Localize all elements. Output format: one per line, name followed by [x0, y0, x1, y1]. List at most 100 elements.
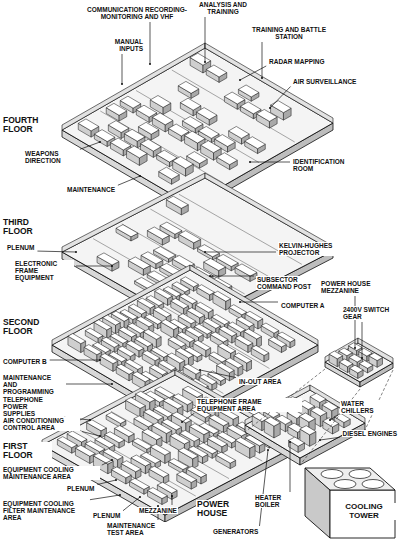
- leader-dot: [89, 419, 91, 421]
- callout-label: KELVIN-HUGHES PROJECTOR: [278, 242, 350, 256]
- leader-dot: [115, 479, 117, 481]
- leader-line: [200, 370, 236, 378]
- leader-line: [82, 432, 100, 436]
- equipment-top: [152, 422, 172, 433]
- leader-dot: [99, 141, 101, 143]
- equipment-top: [213, 291, 231, 301]
- leader-dot: [319, 439, 321, 441]
- equipment-top: [236, 317, 254, 327]
- equipment-top: [147, 227, 169, 239]
- partition: [122, 224, 245, 294]
- equipment-top: [106, 103, 127, 115]
- callout-label: SUBSECTOR COMMAND POST: [256, 276, 324, 290]
- equipment-top: [168, 337, 186, 347]
- equipment-top: [183, 364, 201, 374]
- partition: [136, 91, 259, 163]
- leader-dot: [239, 79, 241, 81]
- fan-stack: [334, 480, 356, 489]
- equipment-top: [178, 81, 199, 93]
- callout-label: TELEPHONE POWER SUPPLIES: [2, 396, 62, 417]
- equipment-top: [235, 437, 255, 448]
- equipment-top: [269, 337, 287, 347]
- leader-dot: [111, 383, 113, 385]
- callout-label: AIR CONDITIONING CONTROL AREA: [2, 417, 80, 431]
- callout-label: HEATER BOILER: [254, 494, 296, 508]
- equipment-top: [119, 327, 137, 337]
- equipment-top: [87, 420, 107, 431]
- callout-label: WATER CHILLERS: [340, 400, 398, 414]
- equipment-top: [204, 258, 226, 270]
- equipment-top: [84, 345, 102, 355]
- equipment-top: [369, 353, 383, 361]
- equipment-top: [289, 437, 305, 446]
- equipment-top: [245, 311, 263, 321]
- equipment-top: [209, 415, 229, 426]
- callout-label: 2400V SWITCH GEAR: [342, 306, 398, 320]
- equipment-top: [196, 108, 217, 120]
- equipment-top: [152, 113, 173, 125]
- leader-line: [37, 251, 76, 253]
- leader-line: [90, 495, 120, 500]
- equipment-top: [153, 307, 171, 317]
- wall: [205, 173, 333, 251]
- equipment-top: [322, 402, 338, 411]
- leader-dot: [111, 265, 113, 267]
- equipment-top: [148, 488, 168, 499]
- section-title: THIRD FLOOR: [2, 218, 52, 236]
- equipment-top: [235, 335, 253, 345]
- equipment-top: [132, 372, 150, 382]
- callout-label: EQUIPMENT COOLING MAINTENANCE AREA: [2, 466, 100, 480]
- equipment-top: [190, 424, 210, 435]
- equipment-top: [227, 425, 247, 436]
- equipment-top: [208, 436, 228, 447]
- wall: [62, 43, 205, 130]
- equipment-top: [97, 253, 119, 265]
- equipment-top: [171, 298, 189, 308]
- section-title: POWER HOUSE: [196, 500, 248, 518]
- equipment-top: [176, 348, 194, 358]
- equipment-top: [161, 319, 179, 329]
- equipment-top: [224, 92, 245, 104]
- equipment-top: [229, 305, 247, 315]
- leader-dot: [361, 357, 363, 359]
- equipment-top: [178, 448, 198, 459]
- equipment-top: [150, 365, 168, 375]
- equipment-top: [209, 352, 227, 362]
- equipment-top: [150, 444, 170, 455]
- equipment-top: [110, 138, 131, 150]
- leader-dot: [149, 63, 151, 65]
- equipment-top: [149, 466, 169, 477]
- equipment-top: [101, 337, 119, 347]
- leader-line: [240, 66, 266, 80]
- equipment-top: [350, 365, 364, 373]
- equipment-top: [334, 413, 350, 422]
- leader-dot: [119, 494, 121, 496]
- leader-line: [205, 17, 206, 62]
- equipment-top: [216, 452, 236, 463]
- partition: [150, 209, 273, 279]
- equipment-top: [271, 101, 292, 113]
- leader-line: [330, 415, 338, 420]
- equipment-top: [193, 340, 211, 350]
- equipment-top: [235, 264, 257, 276]
- equipment-top: [311, 407, 327, 416]
- equipment-top: [257, 109, 278, 121]
- equipment-top: [206, 65, 227, 77]
- callout-label: WEAPONS DIRECTION: [24, 150, 78, 164]
- equipment-top: [141, 139, 162, 151]
- leader-line: [355, 296, 356, 348]
- callout-label: DIESEL ENGINES: [342, 430, 398, 437]
- equipment-top: [138, 122, 159, 134]
- equipment-top: [177, 471, 197, 482]
- callout-label: AIR SURVEILLANCE: [292, 78, 357, 85]
- equipment-top: [196, 302, 214, 312]
- equipment-top: [134, 416, 154, 427]
- leader-line: [172, 496, 173, 505]
- equipment-top: [187, 308, 205, 318]
- leader-dot: [111, 459, 113, 461]
- equipment-top: [137, 298, 155, 308]
- equipment-top: [130, 478, 150, 489]
- callout-label: MEZZANINE: [138, 507, 178, 514]
- equipment-top: [93, 453, 113, 464]
- callout-label: IDENTIFICATION ROOM: [292, 158, 364, 172]
